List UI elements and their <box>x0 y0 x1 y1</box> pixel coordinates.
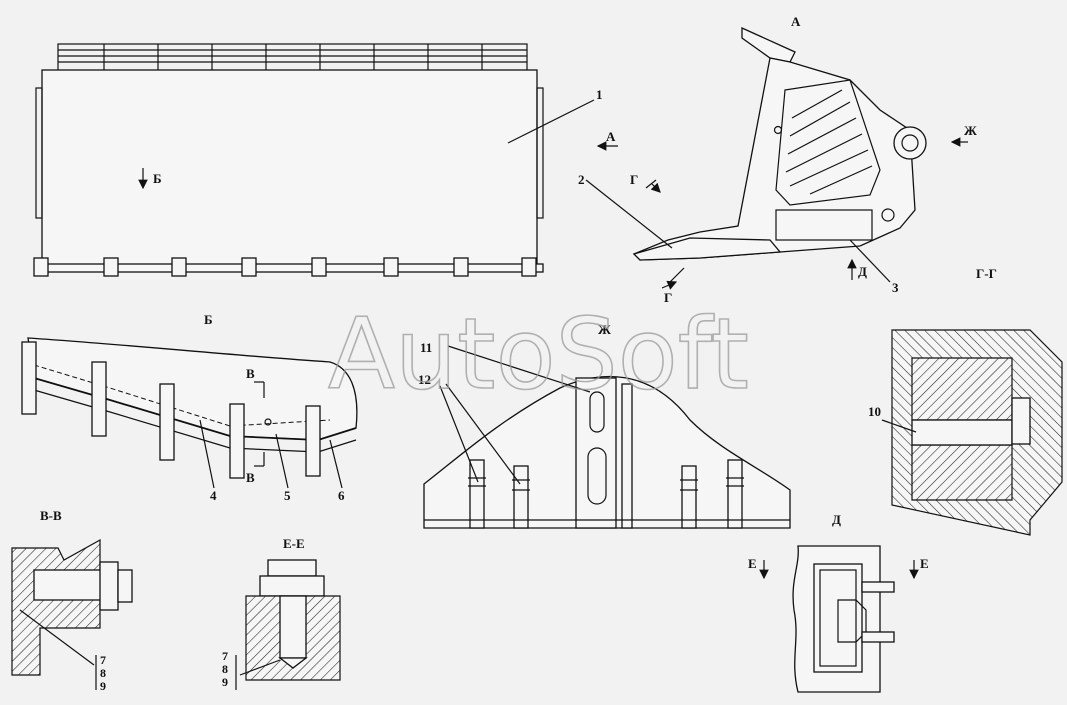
callout-10: 10 <box>868 404 881 419</box>
view-zh-mounting: Ж 11 12 <box>418 322 791 529</box>
callout-7-vv: 7 <box>100 653 106 667</box>
view-title-d: Д <box>832 512 841 527</box>
callout-9-ee: 9 <box>222 675 228 689</box>
callout-11: 11 <box>420 340 432 355</box>
callout-12: 12 <box>418 372 431 387</box>
section-g-g: Г-Г 10 <box>868 266 1063 536</box>
marker-d-side: Д <box>858 264 867 279</box>
callout-5: 5 <box>284 488 291 503</box>
marker-b-front: Б <box>153 171 162 186</box>
view-title-zh: Ж <box>598 322 611 337</box>
callout-9-vv: 9 <box>100 679 106 693</box>
callout-8-ee: 8 <box>222 662 228 676</box>
callout-1: 1 <box>596 87 603 102</box>
marker-a-side: А <box>606 129 616 144</box>
bucket-side-view: А Ж А Г Г Д 2 3 <box>578 14 977 305</box>
marker-e-left: Е <box>748 556 757 571</box>
view-d-adapter: Д Е Е <box>748 512 929 693</box>
marker-v-bottom: В <box>246 470 255 485</box>
bucket-front-view: Б 1 <box>33 43 603 277</box>
callout-4: 4 <box>210 488 217 503</box>
section-e-e: Е-Е 7 8 9 <box>222 536 341 690</box>
view-title-ee: Е-Е <box>283 536 305 551</box>
marker-g-top: Г <box>630 172 638 187</box>
callout-7-ee: 7 <box>222 649 228 663</box>
marker-zh-side: Ж <box>964 123 977 138</box>
callout-3: 3 <box>892 280 899 295</box>
marker-g-bottom: Г <box>664 290 672 305</box>
marker-v-top: В <box>246 366 255 381</box>
callout-8-vv: 8 <box>100 666 106 680</box>
autosoft-watermark: AutoSoft <box>328 298 749 412</box>
marker-e-right: Е <box>920 556 929 571</box>
view-title-a: А <box>791 14 801 29</box>
view-title-b: Б <box>204 312 213 327</box>
callout-2: 2 <box>578 172 585 187</box>
section-v-v: В-В 7 8 9 <box>11 508 133 693</box>
view-title-vv: В-В <box>40 508 62 523</box>
view-title-gg: Г-Г <box>976 266 997 281</box>
callout-6: 6 <box>338 488 345 503</box>
view-b-cutting-edge: Б В В 4 5 6 <box>21 312 358 503</box>
